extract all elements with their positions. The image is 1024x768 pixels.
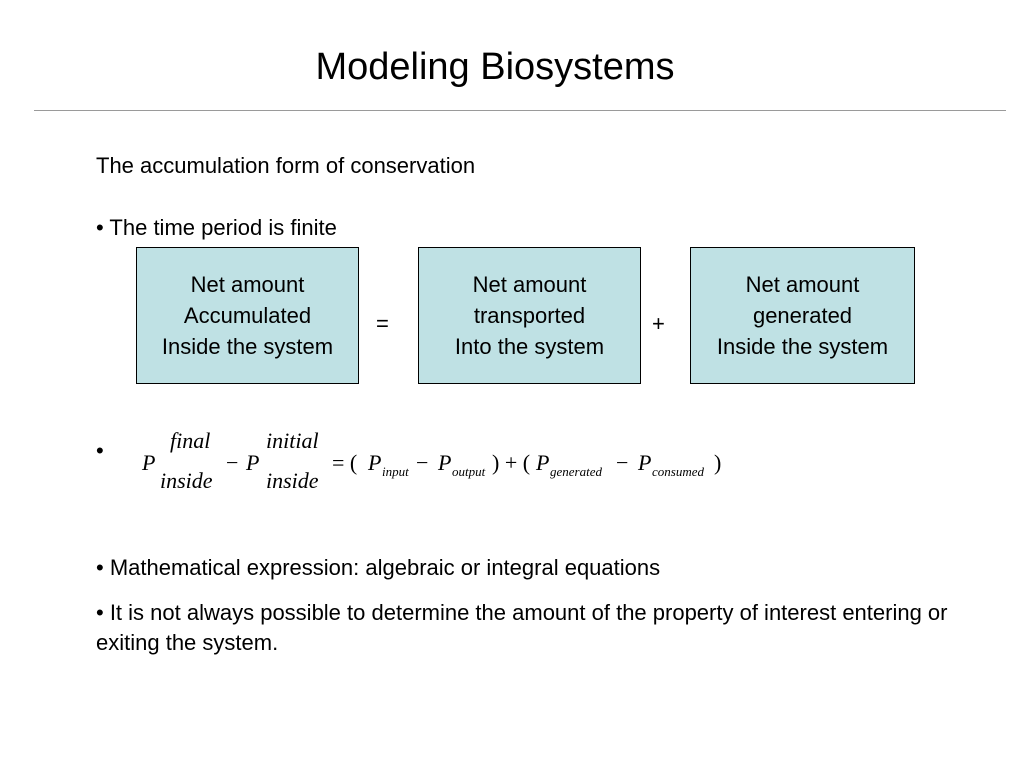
formula-sub-input: input — [382, 464, 409, 479]
box-generated-line1: Net amount — [745, 272, 860, 297]
formula-mid: ) + ( — [492, 450, 531, 475]
slide-title: Modeling Biosystems — [315, 46, 675, 88]
title-divider — [34, 110, 1006, 111]
box-transported-line1: Net amount — [472, 272, 587, 297]
box-accumulated-line1: Net amount — [190, 272, 305, 297]
box-accumulated-line2: Accumulated — [183, 303, 312, 328]
formula-p-consumed: P — [638, 450, 652, 475]
box-generated-line2: generated — [752, 303, 853, 328]
formula-minus: − — [226, 450, 239, 475]
formula-sub-inside-2: inside — [266, 468, 319, 493]
formula-sup-final: final — [170, 428, 211, 453]
formula-sub-inside-1: inside — [160, 468, 213, 493]
plus-sign: + — [652, 311, 665, 336]
formula-sub-consumed: consumed — [652, 464, 704, 479]
formula-minus-2: − — [416, 450, 429, 475]
equals-sign: = — [376, 311, 389, 336]
box-transported: Net amount transported Into the system — [418, 247, 641, 384]
box-accumulated: Net amount Accumulated Inside the system — [136, 247, 359, 384]
box-generated: Net amount generated Inside the system — [690, 247, 915, 384]
box-transported-line3: Into the system — [454, 334, 605, 359]
box-accumulated-line3: Inside the system — [161, 334, 334, 359]
section-heading: The accumulation form of conservation — [96, 153, 476, 178]
formula-p-output: P — [438, 450, 452, 475]
formula-p-input: P — [368, 450, 382, 475]
formula-close: ) — [714, 450, 722, 475]
formula-p-generated: P — [536, 450, 550, 475]
formula-sub-output: output — [452, 464, 486, 479]
formula-p-final: P — [142, 450, 156, 475]
formula-rhs-open: = ( — [332, 450, 358, 475]
bullet-math-expression: • Mathematical expression: algebraic or … — [96, 555, 661, 580]
formula-bullet: • — [96, 438, 104, 463]
formula-p-initial: P — [246, 450, 260, 475]
bullet-time-period: • The time period is finite — [96, 215, 337, 240]
bullet-not-possible: • It is not always possible to determine… — [96, 600, 948, 655]
box-generated-line3: Inside the system — [716, 334, 889, 359]
formula-sub-generated: generated — [550, 464, 602, 479]
box-transported-line2: transported — [473, 303, 586, 328]
formula-sup-initial: initial — [266, 428, 319, 453]
formula-minus-3: − — [616, 450, 629, 475]
